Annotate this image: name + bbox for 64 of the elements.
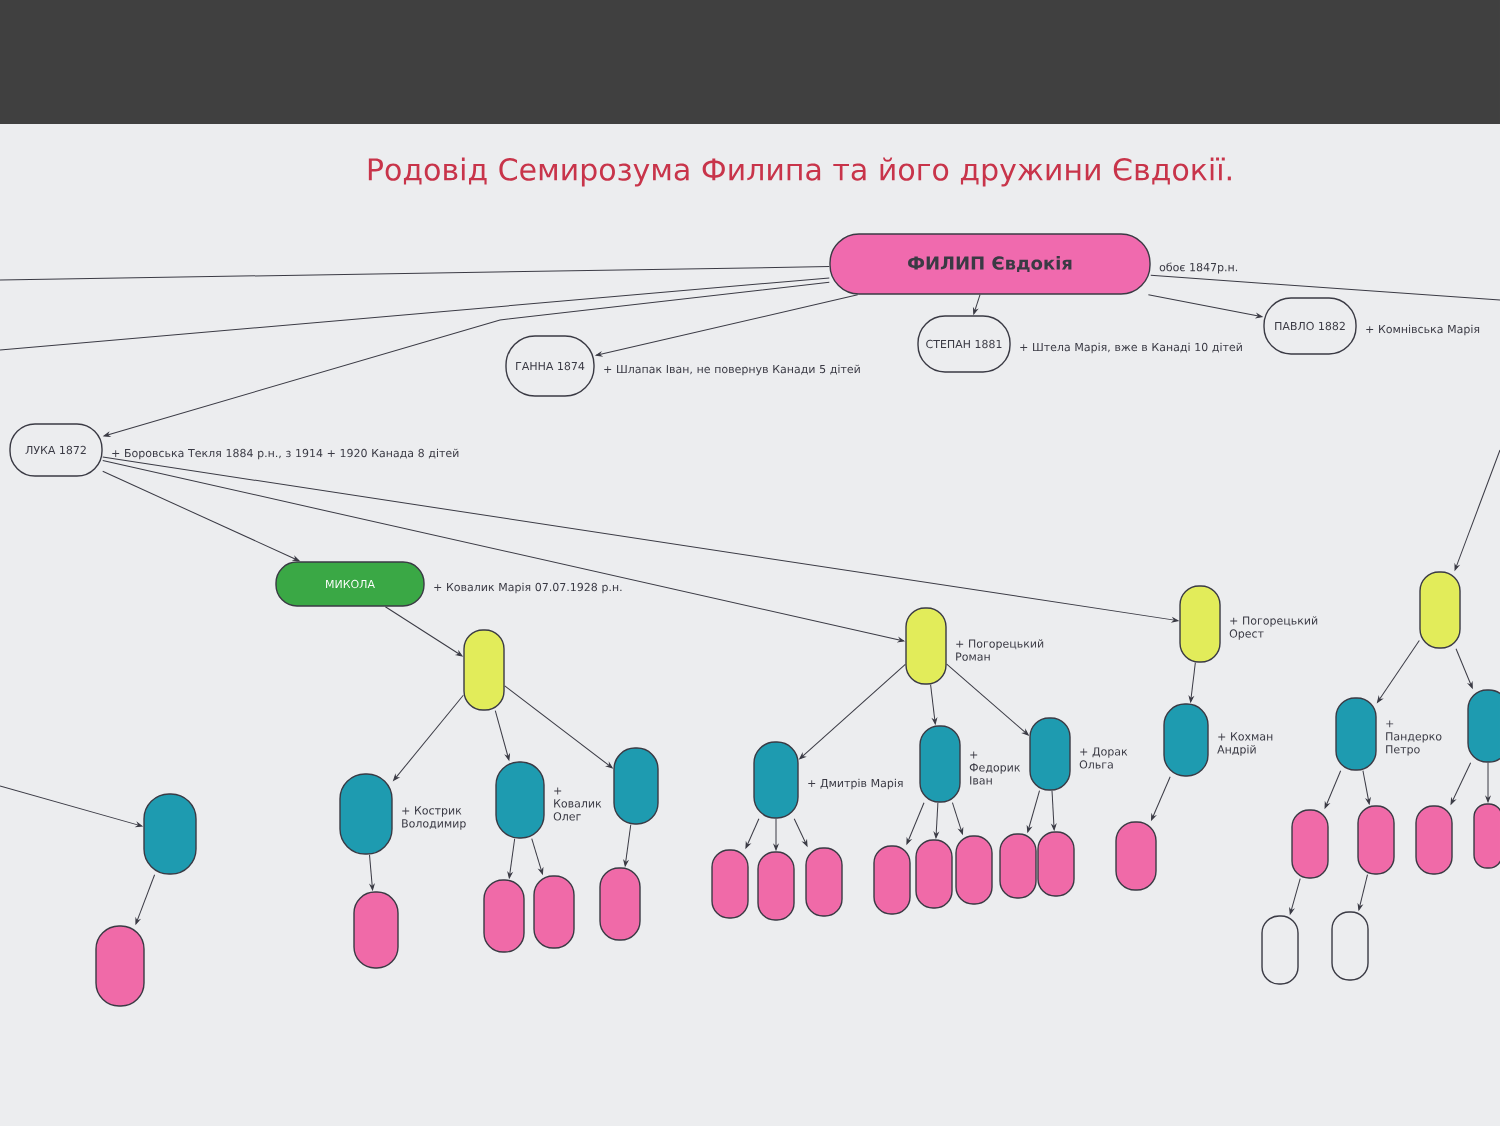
person-node [599,867,641,941]
arrow [1051,790,1057,831]
arrow [1454,449,1500,571]
person-node [1261,915,1299,985]
person-node [1419,571,1461,649]
arrow [1289,878,1301,915]
arrow [1450,762,1472,805]
root-node: ФИЛИП Євдокія [829,233,1151,295]
person-node [1291,809,1329,879]
arrow [0,785,143,828]
person-node [1415,805,1453,875]
arrow [103,281,830,437]
arrow [933,802,939,839]
person-node [805,847,843,917]
arrow [1026,790,1041,833]
person-node [1331,911,1369,981]
arrow [1455,648,1473,689]
arrow [1188,662,1196,703]
person-node [955,835,993,905]
person-node [915,839,953,909]
person-node [463,629,505,711]
arrow [135,874,156,925]
arrow [1151,776,1171,821]
arrow [595,294,859,357]
arrow [504,685,613,769]
arrow [973,294,981,315]
person-node [613,747,659,825]
title: Родовід Семирозума Филипа та його дружини Євдокії. [368,157,1231,187]
arrow [946,663,1029,736]
arrow [1377,640,1420,703]
person-node [1467,689,1500,763]
arrow [1147,294,1263,319]
person-node [1357,805,1395,875]
person-node [757,851,795,921]
arrow [793,818,808,847]
arrow [745,818,760,849]
arrow [1362,770,1371,805]
person-node [999,833,1037,899]
arrow [369,854,375,891]
arrow [384,606,463,657]
person-node [873,845,911,915]
person-node [483,879,525,953]
arrow [393,694,464,781]
person-node [533,875,575,949]
arrow [773,818,779,851]
person-node [1115,821,1157,891]
arrow [102,460,905,643]
arrow [494,710,510,761]
arrow [930,684,938,725]
arrow [799,664,906,760]
arrow [1485,762,1491,803]
arrow [507,838,516,879]
person-node [711,849,749,919]
person-node [353,891,399,969]
arrow [623,824,632,867]
arrow [102,470,300,562]
arrow [1357,874,1368,911]
arrow [102,456,1179,623]
arrow [531,838,544,875]
person-node [1473,803,1500,869]
person-node [1037,831,1075,897]
arrow [951,802,964,835]
arrow [1324,770,1342,809]
arrow [906,802,925,845]
